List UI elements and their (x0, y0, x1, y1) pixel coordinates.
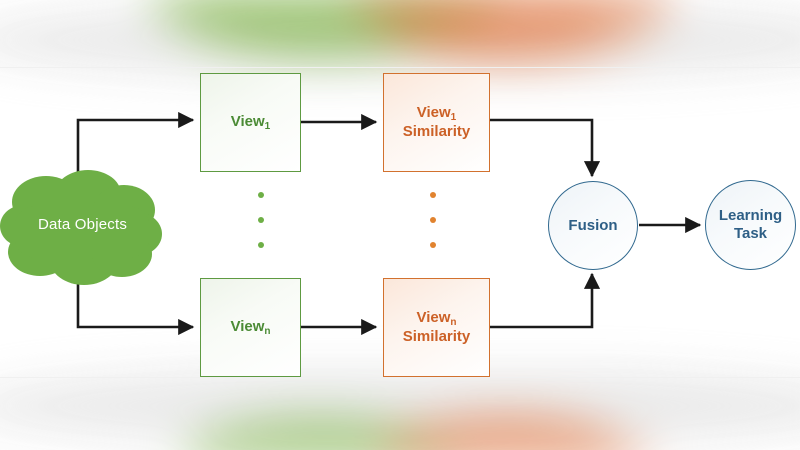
view-1-label: View1 (230, 113, 271, 133)
letterbox-divider-bottom (0, 377, 800, 378)
blurred-backdrop-top (0, 0, 800, 76)
connector-similarityn-to-fusion (490, 272, 601, 329)
fusion-label: Fusion (568, 216, 618, 234)
view-n-label: Viewn (230, 318, 271, 338)
letterbox-divider-top (0, 67, 800, 68)
data-objects-node[interactable]: Data Objects (0, 168, 165, 288)
cloud-icon (0, 170, 162, 285)
blurred-backdrop-bottom (0, 370, 800, 450)
views-ellipsis (258, 192, 266, 267)
connector-similarity1-to-fusion (490, 118, 601, 178)
similarity-ellipsis (430, 192, 438, 267)
view-n-box[interactable]: Viewn (200, 278, 301, 377)
view-1-box[interactable]: View1 (200, 73, 301, 172)
fusion-node[interactable]: Fusion (548, 181, 638, 270)
